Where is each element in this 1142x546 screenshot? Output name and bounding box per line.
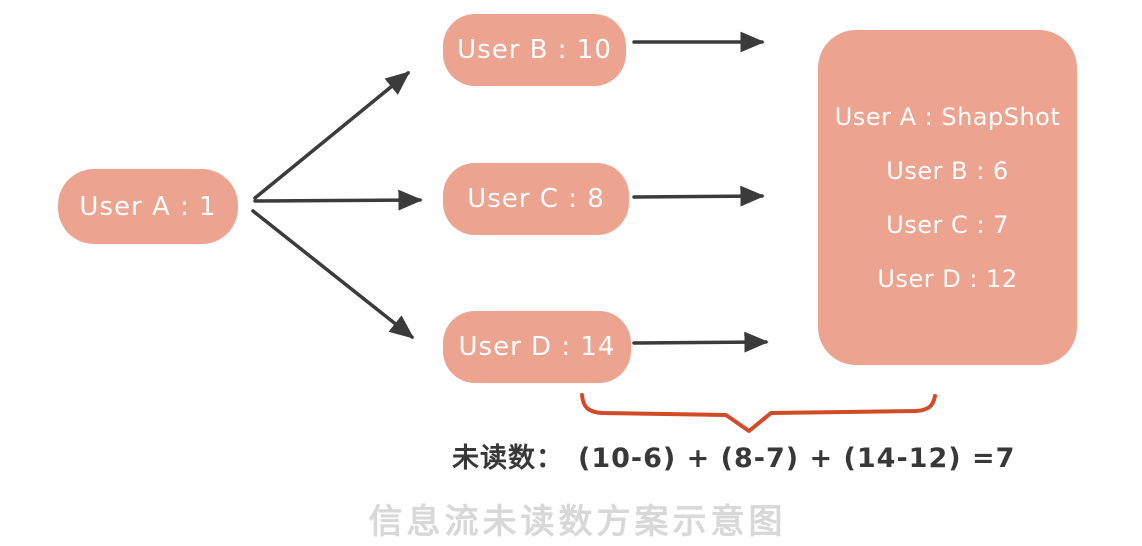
arrow-user-a-to-user-c [253, 189, 423, 211]
arrow-user-a-to-user-b [253, 71, 411, 200]
node-snapshot: User A : ShapShot User B : 6 User C : 7 … [818, 30, 1077, 365]
snapshot-line-user-c: User C : 7 [886, 210, 1009, 239]
node-user-d: User D : 14 [443, 311, 631, 383]
node-user-a: User A : 1 [58, 169, 238, 244]
arrow-user-a-to-user-d [251, 209, 415, 339]
diagram-caption: 信息流未读数方案示意图 [368, 502, 787, 542]
snapshot-line-user-b: User B : 6 [886, 156, 1009, 185]
arrow-user-d-to-snapshot [632, 331, 769, 353]
node-user-b: User B : 10 [443, 14, 626, 86]
node-user-c-label: User C : 8 [467, 184, 605, 214]
snapshot-line-user-a: User A : ShapShot [834, 102, 1061, 131]
node-user-a-label: User A : 1 [79, 191, 217, 222]
arrow-user-c-to-snapshot [632, 185, 765, 207]
brace-underline [580, 393, 937, 433]
unread-formula: 未读数： (10-6) + (8-7) + (14-12) =7 [452, 436, 1015, 475]
unread-formula-expression: (10-6) + (8-7) + (14-12) =7 [578, 443, 1016, 474]
unread-formula-prefix: 未读数： [452, 443, 564, 474]
snapshot-line-user-d: User D : 12 [877, 264, 1018, 293]
node-user-b-label: User B : 10 [457, 35, 612, 65]
node-user-c: User C : 8 [443, 163, 629, 235]
node-user-d-label: User D : 14 [458, 332, 616, 362]
